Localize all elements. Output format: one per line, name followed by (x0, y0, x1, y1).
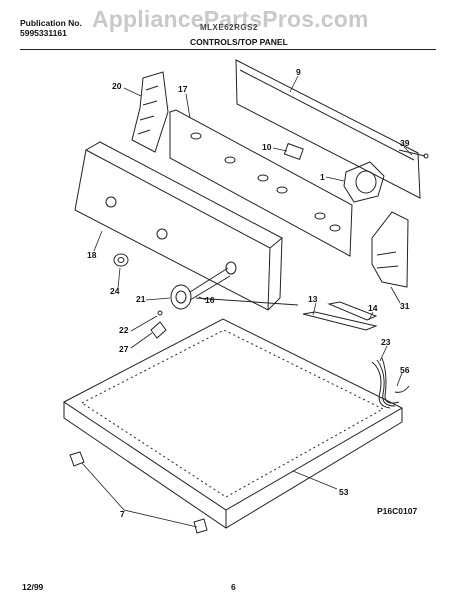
knob-small-part (113, 253, 129, 267)
callout-27: 27 (119, 344, 129, 354)
callout-10: 10 (262, 142, 272, 152)
figure-reference: P16C0107 (377, 506, 418, 516)
console-panel-part (74, 141, 283, 311)
screw-part (398, 149, 429, 159)
callout-18: 18 (87, 250, 97, 260)
callout-24: 24 (110, 286, 120, 296)
header-rule (20, 49, 436, 50)
callout-9: 9 (296, 67, 301, 77)
callout-1: 1 (320, 172, 325, 182)
callout-17: 17 (178, 84, 188, 94)
publication-number: 5995331161 (20, 28, 67, 38)
wire-harness-part (371, 357, 410, 409)
clip-part (150, 310, 167, 339)
model-number: MLXE62RGS2 (200, 23, 258, 32)
knob-shaft-part (170, 261, 299, 310)
switch-part (283, 142, 304, 161)
right-bracket-part (371, 211, 409, 288)
callout-21: 21 (136, 294, 146, 304)
callout-23: 23 (381, 337, 391, 347)
callout-13: 13 (308, 294, 318, 304)
callout-14: 14 (368, 303, 378, 313)
footer-date: 12/99 (22, 582, 44, 592)
hinge-strip-part (302, 301, 378, 331)
callout-22: 22 (119, 325, 129, 335)
leader-lines (81, 75, 413, 528)
callout-53: 53 (339, 487, 349, 497)
left-bracket-part (131, 71, 169, 153)
callout-16: 16 (205, 295, 215, 305)
callout-20: 20 (112, 81, 122, 91)
rear-panel-part (235, 59, 421, 199)
watermark: AppliancePartsPros.com (92, 6, 369, 32)
publication-label: Publication No. (20, 18, 82, 28)
callout-56: 56 (400, 365, 410, 375)
page-number: 6 (231, 582, 236, 592)
timer-part (343, 161, 385, 203)
top-panel-part (63, 318, 404, 529)
callout-7: 7 (120, 509, 125, 519)
callout-39: 39 (400, 138, 410, 148)
section-title: CONTROLS/TOP PANEL (190, 37, 288, 47)
control-panel-backing-part (169, 109, 353, 257)
bumper-part (69, 451, 208, 534)
callout-31: 31 (400, 301, 410, 311)
